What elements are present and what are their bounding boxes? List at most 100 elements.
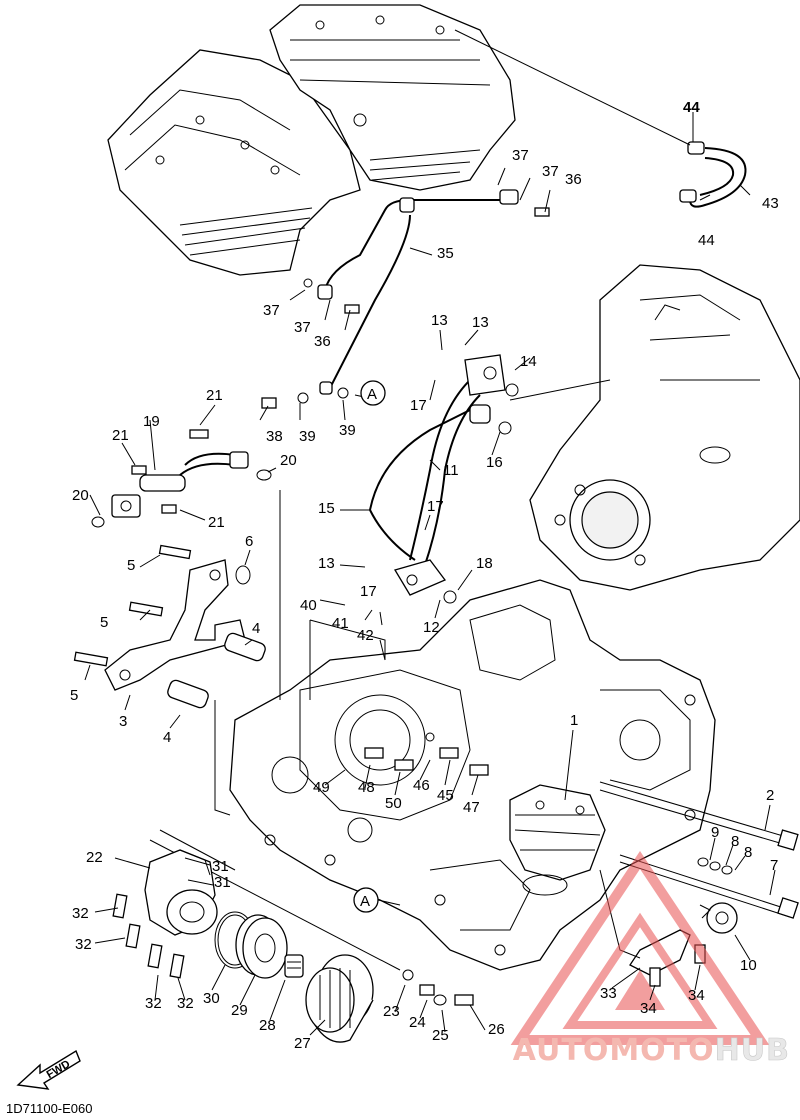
bolt-5 — [73, 544, 192, 667]
part-label: 40 — [300, 597, 317, 614]
watermark-triangle — [510, 850, 770, 1045]
part-label: 2 — [766, 787, 774, 804]
part-label: 36 — [314, 333, 331, 350]
part-label: 21 — [206, 387, 223, 404]
watermark-part2: HUB — [714, 1033, 790, 1069]
part-label: 24 — [409, 1014, 426, 1031]
part-label: 7 — [770, 857, 778, 874]
part-label: 20 — [72, 487, 89, 504]
part-label: 30 — [203, 990, 220, 1007]
oil-pipe-19 — [91, 429, 272, 528]
part-label: 37 — [294, 319, 311, 336]
part-label: 27 — [294, 1035, 311, 1052]
part-label: 5 — [100, 614, 108, 631]
part-label: 31 — [212, 858, 229, 875]
oil-hose — [454, 29, 747, 208]
part-label: 45 — [437, 787, 454, 804]
bracket-3 — [104, 559, 251, 691]
part-label: 15 — [318, 500, 335, 517]
part-label: 35 — [437, 245, 454, 262]
part-label: 21 — [112, 427, 129, 444]
part-label: 31 — [214, 874, 231, 891]
reference-marker-text: A — [367, 386, 377, 403]
part-label: 49 — [313, 779, 330, 796]
part-label: 8 — [731, 833, 739, 850]
union-28 — [284, 954, 304, 978]
part-label: 21 — [208, 514, 225, 531]
part-label: 39 — [299, 428, 316, 445]
part-label: 13 — [472, 314, 489, 331]
part-label: 3 — [119, 713, 127, 730]
bolt-2 — [599, 781, 799, 851]
part-label: 28 — [259, 1017, 276, 1034]
part-label: 23 — [383, 1003, 400, 1020]
part-label: 18 — [476, 555, 493, 572]
oil-pipe-35 — [261, 189, 550, 409]
sprocket-10 — [699, 902, 738, 934]
part-label: 26 — [488, 1021, 505, 1038]
reference-marker-a-top: A — [360, 380, 386, 406]
fwd-label: FWD — [45, 1058, 73, 1081]
crankcase-right — [509, 264, 800, 591]
part-label: 19 — [143, 413, 160, 430]
washers-8-9 — [697, 857, 733, 875]
part-label: 12 — [423, 619, 440, 636]
part-label: 10 — [740, 957, 757, 974]
small-bolts — [364, 732, 489, 776]
forward-arrow-icon: FWD — [16, 1049, 81, 1090]
part-label: 6 — [245, 533, 253, 550]
part-label: 37 — [512, 147, 529, 164]
drain-parts-23-26 — [402, 969, 474, 1006]
cylinder-head-rear — [269, 4, 516, 191]
part-label: 17 — [360, 583, 377, 600]
part-label: 13 — [431, 312, 448, 329]
part-label: 37 — [542, 163, 559, 180]
part-label: 46 — [413, 777, 430, 794]
part-label: 32 — [75, 936, 92, 953]
part-label: 36 — [565, 171, 582, 188]
part-label: 34 — [688, 987, 705, 1004]
part-labels: 44 43 44 37 37 36 35 37 37 36 13 13 14 1… — [70, 99, 779, 1052]
oil-filter-cover — [144, 829, 401, 971]
part-label: 5 — [70, 687, 78, 704]
part-label: 44 — [698, 232, 715, 249]
part-label: 5 — [127, 557, 135, 574]
bolts-32 — [112, 893, 185, 979]
part-label: 11 — [443, 462, 459, 479]
watermark-part1: AUTOMOTO — [512, 1033, 715, 1068]
part-label: 38 — [266, 428, 283, 445]
part-label: 48 — [358, 779, 375, 796]
part-label: 34 — [640, 1000, 657, 1017]
part-label: 37 — [263, 302, 280, 319]
part-label: 32 — [145, 995, 162, 1012]
part-label: 42 — [357, 627, 374, 644]
oil-pipe-15 — [369, 409, 471, 561]
reference-marker-text: A — [360, 893, 370, 910]
part-label: 4 — [252, 620, 260, 637]
part-label: 14 — [520, 353, 537, 370]
part-label: 29 — [231, 1002, 248, 1019]
part-label: 17 — [410, 397, 427, 414]
cylinder-head-front — [107, 49, 361, 276]
part-label: 17 — [427, 498, 444, 515]
leader-lines — [84, 112, 776, 1036]
oil-pipe-11 — [394, 354, 519, 604]
part-label: 20 — [280, 452, 297, 469]
diagram-code: 1D71100-E060 — [6, 1101, 93, 1116]
part-label: 13 — [318, 555, 335, 572]
part-label: 43 — [762, 195, 779, 212]
part-label: 50 — [385, 795, 402, 812]
part-label: 9 — [711, 824, 719, 841]
oil-pump-1 — [509, 784, 606, 896]
oil-filter-27 — [305, 954, 374, 1043]
filter-element-29 — [235, 914, 288, 979]
part-label: 32 — [177, 995, 194, 1012]
part-label: 39 — [339, 422, 356, 439]
part-label: 41 — [332, 615, 349, 632]
reference-marker-a-bottom: A — [353, 887, 379, 913]
part-label: 44 — [683, 99, 700, 116]
part-label: 22 — [86, 849, 103, 866]
part-label: 47 — [463, 799, 480, 816]
